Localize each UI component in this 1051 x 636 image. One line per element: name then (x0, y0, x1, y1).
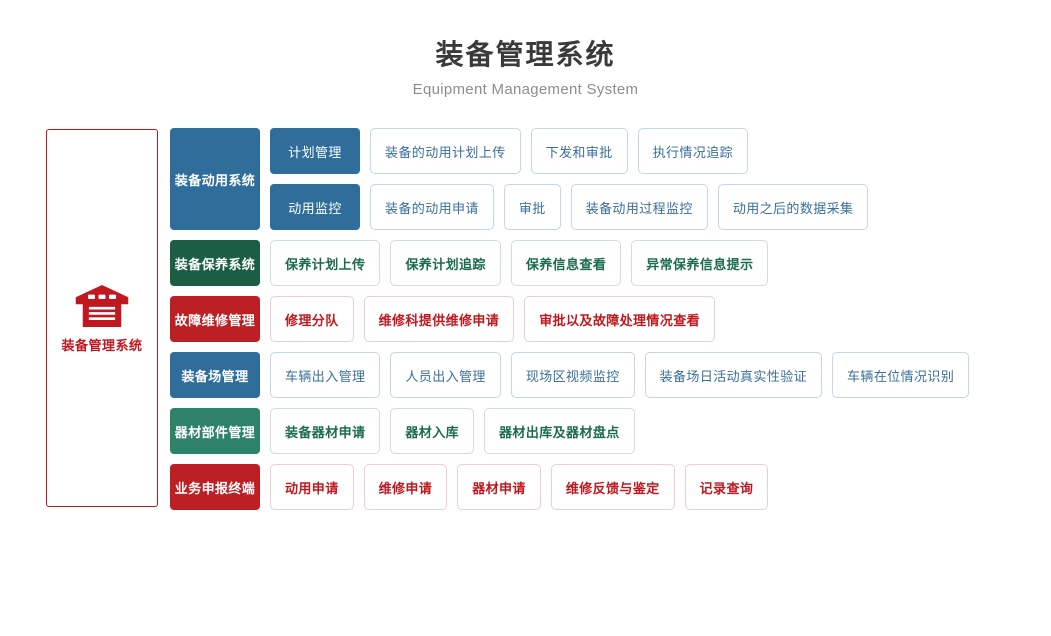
module-item-button[interactable]: 下发和审批 (530, 128, 628, 174)
module-item-button[interactable]: 器材申请 (457, 464, 541, 510)
module-row: 保养计划上传保养计划追踪保养信息查看异常保养信息提示 (270, 240, 769, 286)
category-block[interactable]: 器材部件管理 (170, 408, 260, 454)
module-item-button[interactable]: 维修反馈与鉴定 (550, 464, 675, 510)
module-row: 动用申请维修申请器材申请维修反馈与鉴定记录查询 (270, 464, 769, 510)
module-section: 业务申报终端动用申请维修申请器材申请维修反馈与鉴定记录查询 (170, 464, 969, 510)
subcategory-block[interactable]: 动用监控 (270, 184, 360, 230)
category-block[interactable]: 业务申报终端 (170, 464, 260, 510)
module-item-button[interactable]: 现场区视频监控 (510, 352, 635, 398)
module-section: 装备场管理车辆出入管理人员出入管理现场区视频监控装备场日活动真实性验证车辆在位情… (170, 352, 970, 398)
system-module-diagram: 装备动用系统计划管理装备的动用计划上传下发和审批执行情况追踪动用监控装备的动用申… (170, 128, 970, 520)
category-block[interactable]: 装备保养系统 (170, 240, 260, 286)
page-subtitle: Equipment Management System (412, 81, 639, 98)
category-block[interactable]: 故障维修管理 (170, 296, 260, 342)
module-item-button[interactable]: 装备器材申请 (270, 408, 381, 454)
module-item-button[interactable]: 保养计划上传 (270, 240, 381, 286)
module-item-button[interactable]: 器材入库 (390, 408, 475, 454)
module-item-button[interactable]: 修理分队 (270, 296, 354, 342)
module-row: 动用监控装备的动用申请审批装备动用过程监控动用之后的数据采集 (270, 184, 869, 230)
module-section: 故障维修管理修理分队维修科提供维修申请审批以及故障处理情况查看 (170, 296, 969, 342)
module-item-button[interactable]: 记录查询 (684, 464, 769, 510)
warehouse-icon (75, 284, 129, 327)
category-block[interactable]: 装备动用系统 (170, 128, 260, 230)
module-item-button[interactable]: 人员出入管理 (390, 352, 501, 398)
category-rows: 车辆出入管理人员出入管理现场区视频监控装备场日活动真实性验证车辆在位情况识别 (270, 352, 970, 398)
module-item-button[interactable]: 动用申请 (270, 464, 354, 510)
module-row: 修理分队维修科提供维修申请审批以及故障处理情况查看 (270, 296, 716, 342)
module-item-button[interactable]: 维修申请 (363, 464, 448, 510)
module-row: 装备器材申请器材入库器材出库及器材盘点 (270, 408, 635, 454)
module-item-button[interactable]: 装备场日活动真实性验证 (644, 352, 823, 398)
module-item-button[interactable]: 保养信息查看 (510, 240, 622, 286)
subcategory-block[interactable]: 计划管理 (270, 128, 360, 174)
module-item-button[interactable]: 异常保养信息提示 (631, 240, 769, 286)
module-item-button[interactable]: 维修科提供维修申请 (363, 296, 515, 342)
module-item-button[interactable]: 装备的动用计划上传 (370, 128, 521, 174)
module-item-button[interactable]: 车辆出入管理 (270, 352, 381, 398)
module-item-button[interactable]: 动用之后的数据采集 (717, 184, 869, 230)
category-rows: 动用申请维修申请器材申请维修反馈与鉴定记录查询 (270, 464, 769, 510)
category-block[interactable]: 装备场管理 (170, 352, 260, 398)
module-item-button[interactable]: 审批 (503, 184, 561, 230)
module-section: 装备动用系统计划管理装备的动用计划上传下发和审批执行情况追踪动用监控装备的动用申… (170, 128, 969, 230)
module-item-button[interactable]: 审批以及故障处理情况查看 (524, 296, 716, 342)
module-item-button[interactable]: 器材出库及器材盘点 (484, 408, 635, 454)
category-rows: 修理分队维修科提供维修申请审批以及故障处理情况查看 (270, 296, 716, 342)
category-rows: 装备器材申请器材入库器材出库及器材盘点 (270, 408, 635, 454)
module-section: 器材部件管理装备器材申请器材入库器材出库及器材盘点 (170, 408, 969, 454)
category-rows: 保养计划上传保养计划追踪保养信息查看异常保养信息提示 (270, 240, 769, 286)
page-title: 装备管理系统 (435, 39, 616, 70)
module-item-button[interactable]: 车辆在位情况识别 (832, 352, 970, 398)
module-row: 车辆出入管理人员出入管理现场区视频监控装备场日活动真实性验证车辆在位情况识别 (270, 352, 970, 398)
page-header: 装备管理系统 Equipment Management System (0, 38, 1051, 100)
module-section: 装备保养系统保养计划上传保养计划追踪保养信息查看异常保养信息提示 (170, 240, 969, 286)
module-row: 计划管理装备的动用计划上传下发和审批执行情况追踪 (270, 128, 868, 174)
module-item-button[interactable]: 装备动用过程监控 (570, 184, 708, 230)
root-system-label: 装备管理系统 (61, 337, 143, 353)
module-item-button[interactable]: 装备的动用申请 (370, 184, 494, 230)
root-system-panel[interactable]: 装备管理系统 (46, 129, 158, 507)
module-item-button[interactable]: 保养计划追踪 (390, 240, 501, 286)
module-item-button[interactable]: 执行情况追踪 (637, 128, 749, 174)
category-rows: 计划管理装备的动用计划上传下发和审批执行情况追踪动用监控装备的动用申请审批装备动… (270, 128, 869, 230)
